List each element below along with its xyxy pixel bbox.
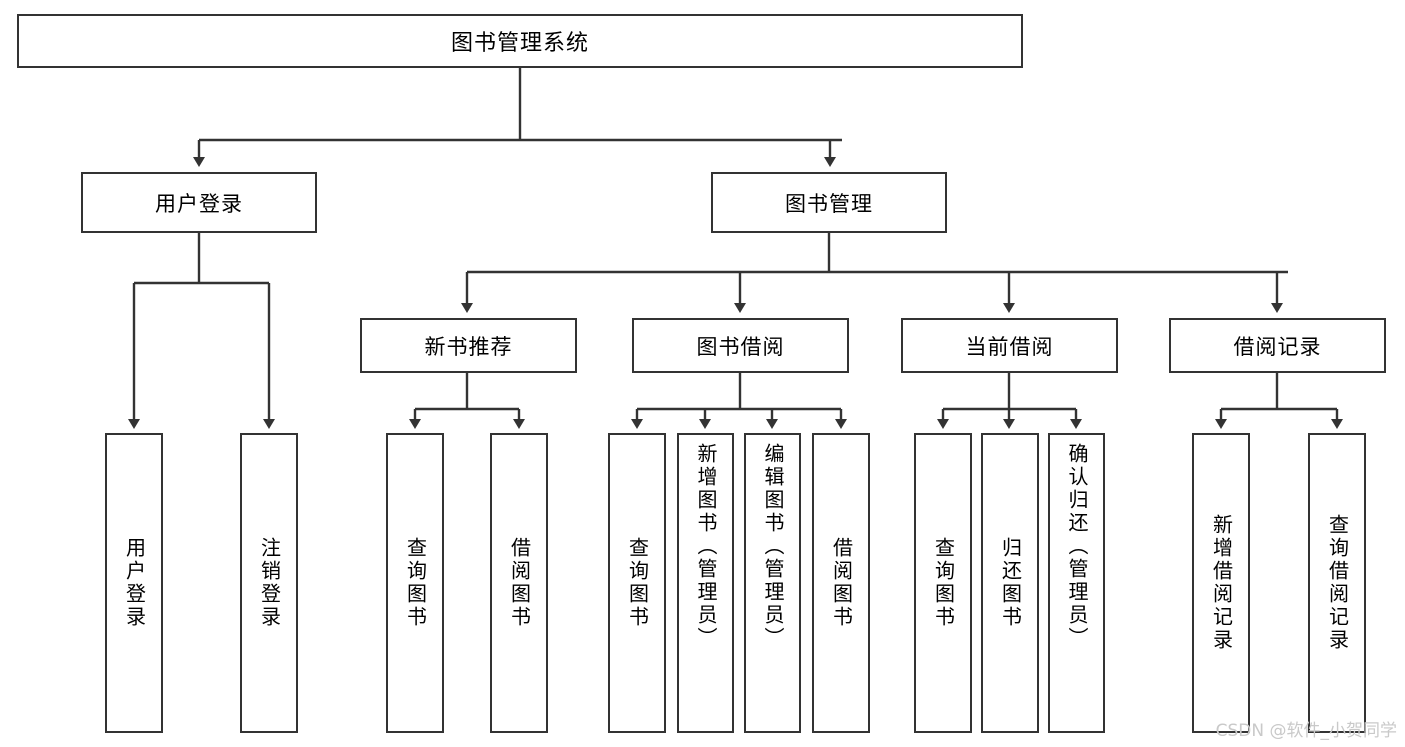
node-book-management[interactable]: 图书管理 bbox=[711, 172, 947, 233]
node-book-management-label: 图书管理 bbox=[785, 191, 873, 216]
node-leaf-add-book-label: 新增图书（管理员） bbox=[694, 443, 718, 650]
node-leaf-borrow-book-2[interactable]: 借阅图书 bbox=[812, 433, 870, 733]
node-leaf-query-book-1-label: 查询图书 bbox=[403, 537, 428, 629]
node-borrow-record-label: 借阅记录 bbox=[1233, 334, 1322, 359]
node-leaf-confirm-return-label: 确认归还（管理员） bbox=[1065, 443, 1089, 650]
node-leaf-add-record[interactable]: 新增借阅记录 bbox=[1192, 433, 1250, 733]
node-leaf-borrow-book-2-label: 借阅图书 bbox=[829, 537, 854, 629]
node-leaf-query-book-2-label: 查询图书 bbox=[625, 537, 650, 629]
node-leaf-user-logout-label: 注销登录 bbox=[257, 537, 282, 629]
node-leaf-user-logout[interactable]: 注销登录 bbox=[240, 433, 298, 733]
node-leaf-borrow-book-1-label: 借阅图书 bbox=[507, 537, 532, 629]
node-leaf-query-book-2[interactable]: 查询图书 bbox=[608, 433, 666, 733]
node-leaf-edit-book[interactable]: 编辑图书（管理员） bbox=[744, 433, 801, 733]
node-leaf-return-book[interactable]: 归还图书 bbox=[981, 433, 1039, 733]
node-leaf-query-book-1[interactable]: 查询图书 bbox=[386, 433, 444, 733]
node-leaf-query-book-3-label: 查询图书 bbox=[931, 537, 956, 629]
node-book-borrow[interactable]: 图书借阅 bbox=[632, 318, 849, 373]
node-root-label: 图书管理系统 bbox=[450, 31, 589, 56]
node-new-book-recommend-label: 新书推荐 bbox=[424, 334, 513, 359]
node-current-borrow-label: 当前借阅 bbox=[965, 334, 1054, 359]
node-leaf-add-record-label: 新增借阅记录 bbox=[1209, 514, 1234, 652]
node-leaf-return-book-label: 归还图书 bbox=[998, 537, 1023, 629]
node-leaf-query-record[interactable]: 查询借阅记录 bbox=[1308, 433, 1366, 733]
node-leaf-edit-book-label: 编辑图书（管理员） bbox=[761, 443, 785, 650]
node-user-login[interactable]: 用户登录 bbox=[81, 172, 317, 233]
node-leaf-borrow-book-1[interactable]: 借阅图书 bbox=[490, 433, 548, 733]
node-root-system[interactable]: 图书管理系统 bbox=[17, 14, 1023, 68]
node-leaf-user-login-label: 用户登录 bbox=[122, 537, 147, 629]
node-leaf-confirm-return[interactable]: 确认归还（管理员） bbox=[1048, 433, 1105, 733]
node-leaf-add-book[interactable]: 新增图书（管理员） bbox=[677, 433, 734, 733]
node-leaf-query-record-label: 查询借阅记录 bbox=[1325, 514, 1350, 652]
node-new-book-recommend[interactable]: 新书推荐 bbox=[360, 318, 577, 373]
node-leaf-query-book-3[interactable]: 查询图书 bbox=[914, 433, 972, 733]
node-book-borrow-label: 图书借阅 bbox=[696, 334, 785, 359]
node-user-login-label: 用户登录 bbox=[155, 191, 243, 216]
node-leaf-user-login[interactable]: 用户登录 bbox=[105, 433, 163, 733]
node-current-borrow[interactable]: 当前借阅 bbox=[901, 318, 1118, 373]
node-borrow-record[interactable]: 借阅记录 bbox=[1169, 318, 1386, 373]
